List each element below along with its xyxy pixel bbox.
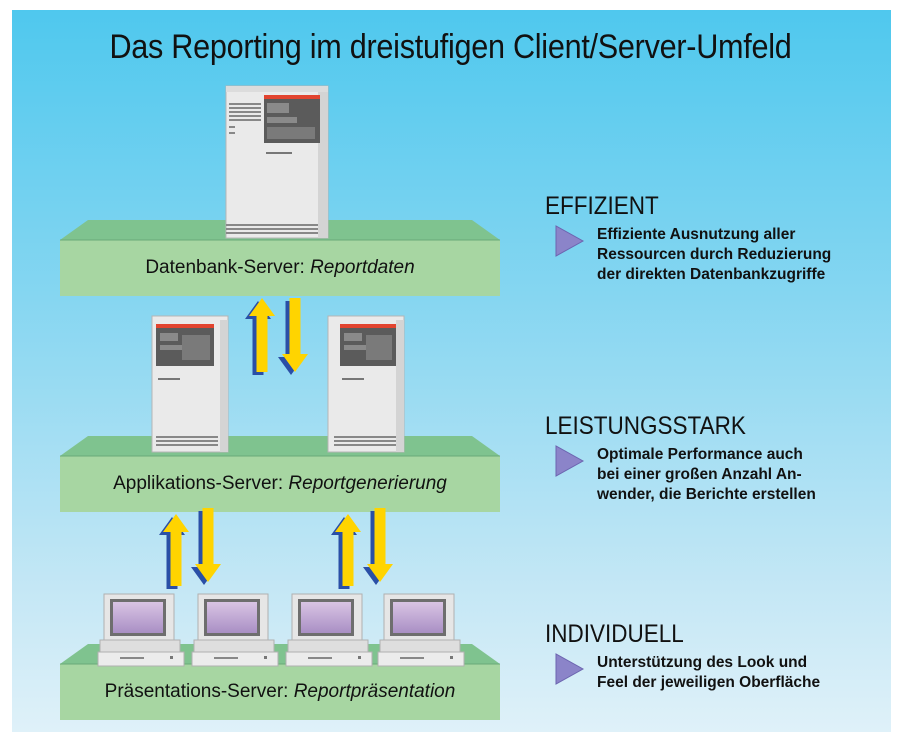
- benefit-line: Ressourcen durch Reduzierung: [597, 246, 832, 263]
- application-server-left-icon: [151, 315, 229, 453]
- tier-label-text: Datenbank-Server:: [145, 257, 305, 278]
- bullet-triangle-icon: [555, 225, 585, 257]
- diagram-title: Das Reporting im dreistufigen Client/Ser…: [109, 28, 792, 66]
- bullet-triangle-icon: [555, 445, 585, 477]
- benefit-heading-efficient: EFFIZIENT: [545, 192, 659, 220]
- benefit-line: Feel der jeweiligen Oberfläche: [597, 674, 821, 691]
- tier-label-italic: Reportpräsentation: [293, 681, 456, 702]
- arrow-down-icon: [282, 298, 308, 372]
- benefit-line: Effiziente Ausnutzung aller: [597, 226, 796, 243]
- tier-label-application: Applikations-Server: Reportgenerierung: [60, 473, 500, 495]
- arrow-down-icon: [195, 508, 221, 582]
- arrow-up-icon: [335, 514, 361, 586]
- workstation-3-icon: [285, 593, 373, 667]
- arrow-up-icon: [249, 298, 275, 372]
- tier-label-italic: Reportgenerierung: [288, 473, 447, 494]
- benefit-line: der direkten Datenbankzugriffe: [597, 266, 826, 283]
- arrow-up-icon: [163, 514, 189, 586]
- workstation-1-icon: [97, 593, 185, 667]
- benefit-text-performance: Optimale Performance auch bei einer groß…: [597, 445, 816, 505]
- workstation-4-icon: [377, 593, 465, 667]
- tier-label-presentation: Präsentations-Server: Reportpräsentation: [60, 681, 500, 703]
- tier-label-text: Applikations-Server:: [113, 473, 284, 494]
- tier-label-italic: Reportdaten: [310, 257, 415, 278]
- benefit-line: Optimale Performance auch: [597, 446, 803, 463]
- benefit-text-individual: Unterstützung des Look und Feel der jewe…: [597, 653, 820, 693]
- benefit-line: Unterstützung des Look und: [597, 654, 808, 671]
- benefit-heading-performance: LEISTUNGSSTARK: [545, 412, 746, 440]
- tier-label-text: Präsentations-Server:: [104, 681, 289, 702]
- benefit-line: bei einer großen Anzahl An-: [597, 466, 802, 483]
- database-server-icon: [225, 85, 329, 239]
- bullet-triangle-icon: [555, 653, 585, 685]
- arrow-down-icon: [367, 508, 393, 582]
- benefit-line: wender, die Berichte erstellen: [597, 486, 816, 503]
- benefit-text-efficient: Effiziente Ausnutzung aller Ressourcen d…: [597, 225, 831, 285]
- workstation-2-icon: [191, 593, 279, 667]
- tier-label-database: Datenbank-Server: Reportdaten: [60, 257, 500, 279]
- application-server-right-icon: [327, 315, 405, 453]
- benefit-heading-individual: INDIVIDUELL: [545, 620, 684, 648]
